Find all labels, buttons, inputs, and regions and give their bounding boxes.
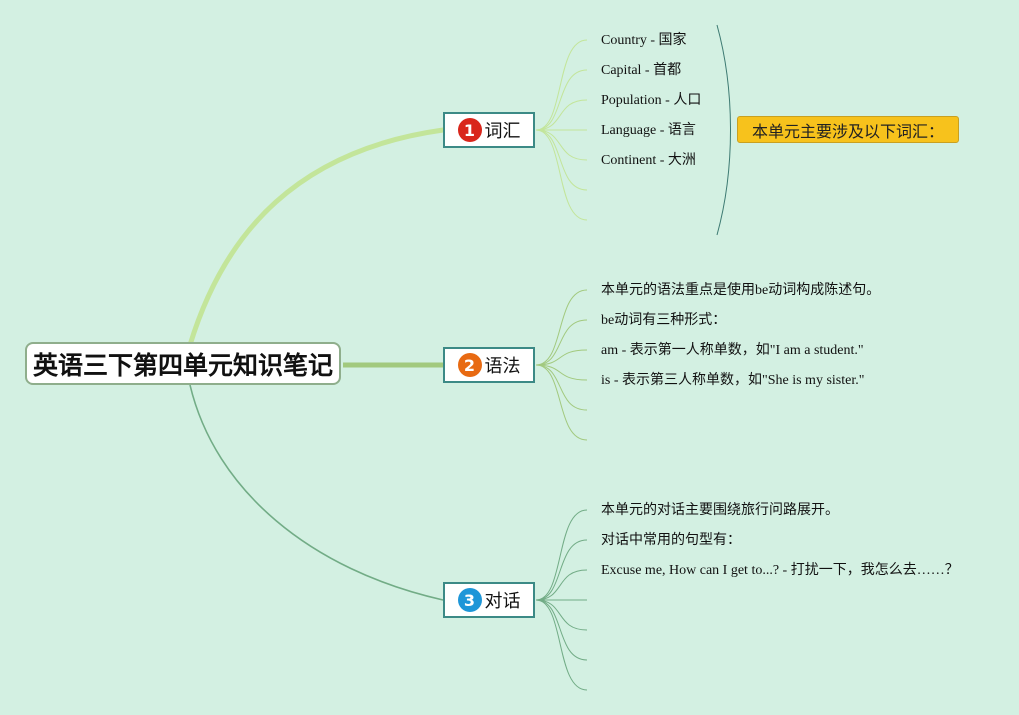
branch-3-fan: [535, 509, 588, 691]
leaf-item[interactable]: 本单元的语法重点是使用be动词构成陈述句。: [601, 283, 881, 298]
branch-2-fan: [535, 289, 588, 441]
leaf-item[interactable]: Capital - 首都: [601, 63, 682, 78]
leaf-item[interactable]: Excuse me, How can I get to...? - 打扰一下，我…: [601, 563, 959, 578]
vocabulary-brace: [716, 24, 731, 236]
connector-root-branch-1: [187, 127, 446, 348]
leaf-item[interactable]: is - 表示第三人称单数，如"She is my sister.": [601, 373, 865, 388]
leaf-item[interactable]: am - 表示第一人称单数，如"I am a student.": [601, 343, 864, 358]
summary-label: 本单元主要涉及以下词汇：: [751, 121, 944, 141]
branch-topic-grammar[interactable]: 2 语法: [443, 347, 535, 383]
number-badge-2: 2: [457, 353, 482, 377]
branch-1-fan: [535, 39, 588, 221]
leaf-item[interactable]: be动词有三种形式：: [601, 313, 727, 328]
vocabulary-summary-callout[interactable]: 本单元主要涉及以下词汇：: [737, 116, 959, 143]
leaf-item[interactable]: Country - 国家: [601, 33, 687, 48]
root-topic-label: 英语三下第四单元知识笔记: [32, 350, 333, 380]
leaf-item[interactable]: 对话中常用的句型有：: [601, 533, 741, 548]
connector-root-branch-3: [189, 384, 444, 601]
leaf-item[interactable]: Language - 语言: [601, 123, 696, 138]
number-badge-1: 1: [457, 118, 482, 142]
branch-topic-dialogue[interactable]: 3 对话: [443, 582, 535, 618]
number-badge-3: 3: [457, 588, 482, 612]
root-topic[interactable]: 英语三下第四单元知识笔记: [25, 342, 341, 385]
leaf-item[interactable]: Continent - 大洲: [601, 153, 696, 168]
leaf-item[interactable]: Population - 人口: [601, 93, 702, 108]
branch-label-vocabulary: 词汇: [484, 121, 521, 142]
branch-label-dialogue: 对话: [484, 591, 521, 612]
branch-label-grammar: 语法: [484, 356, 521, 377]
leaf-item[interactable]: 本单元的对话主要围绕旅行问路展开。: [601, 503, 839, 518]
branch-topic-vocabulary[interactable]: 1 词汇: [443, 112, 535, 148]
